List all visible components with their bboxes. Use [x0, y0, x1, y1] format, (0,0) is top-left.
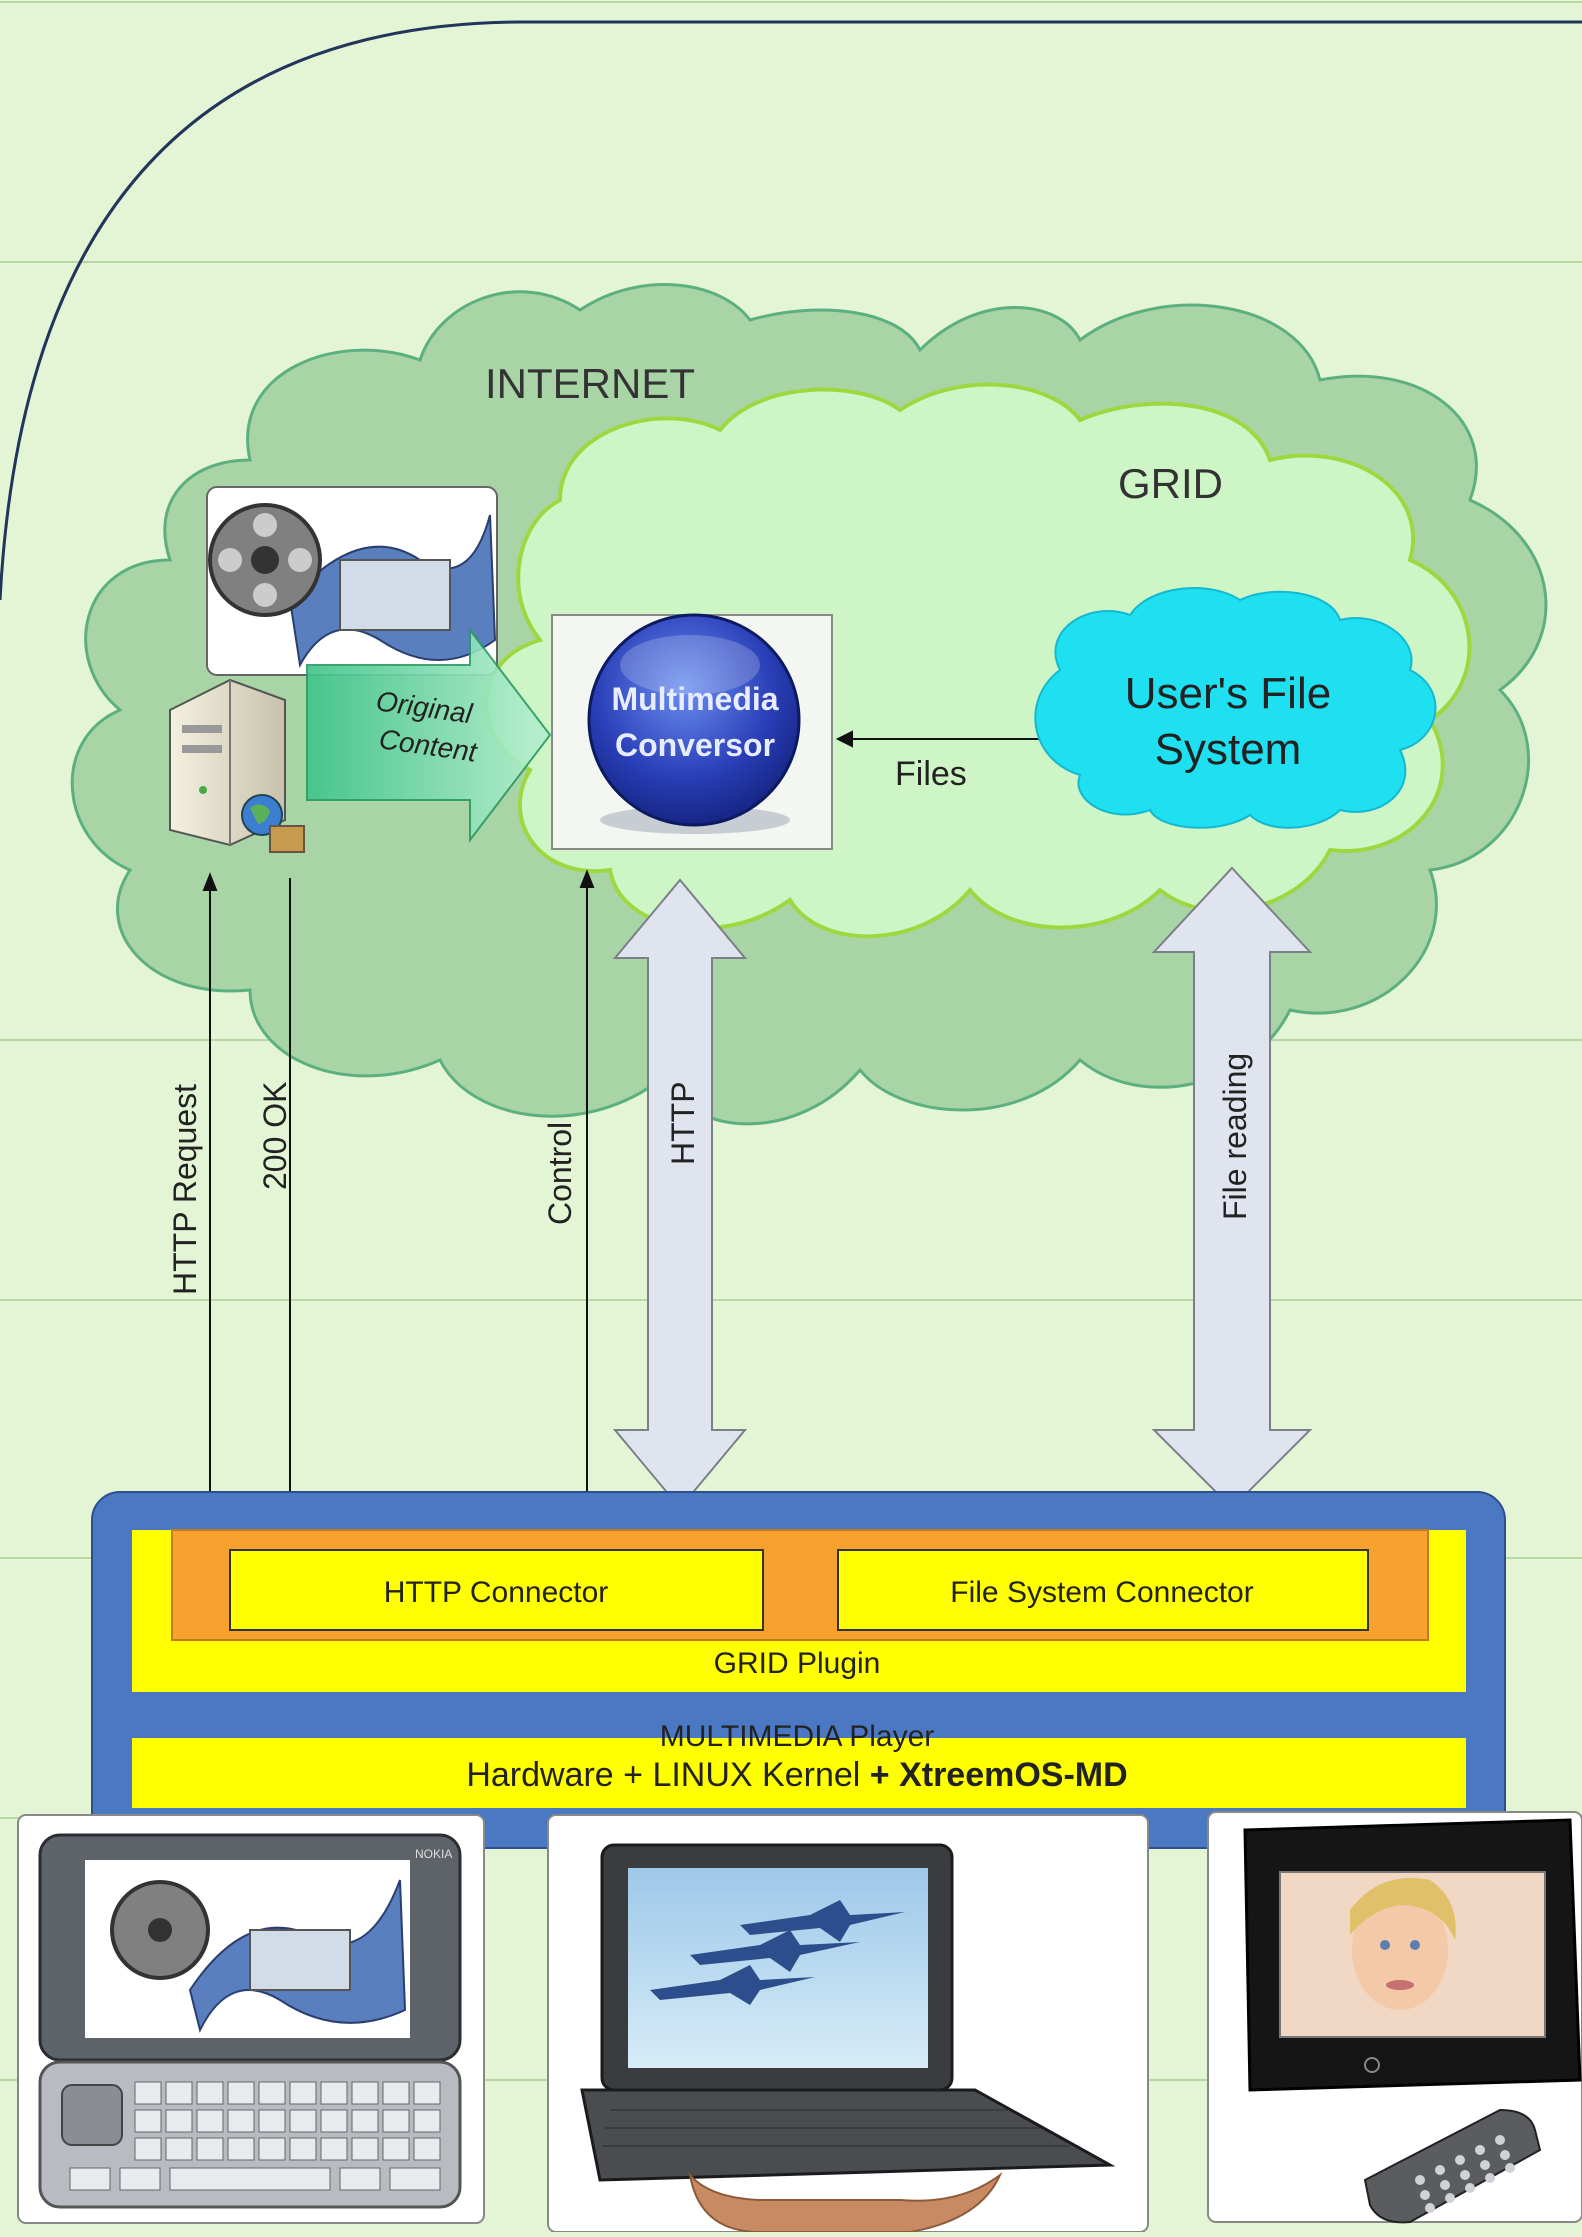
multimedia-conversor — [551, 613, 833, 850]
hardware-label-prefix: Hardware + LINUX Kernel — [466, 1756, 869, 1794]
grid-label: GRID — [1118, 460, 1223, 507]
http-request-line — [202, 872, 218, 1508]
fs-connector-label: File System Connector — [950, 1576, 1253, 1609]
hardware-label-bold: + XtreemOS-MD — [870, 1756, 1128, 1794]
internet-label: INTERNET — [485, 360, 695, 407]
multimedia-player-label: MULTIMEDIA Player — [660, 1720, 935, 1753]
control-line — [579, 869, 595, 1508]
http-connector-label: HTTP Connector — [384, 1576, 609, 1609]
conversor-line1: Multimedia — [611, 681, 778, 717]
device-stack — [91, 1491, 1506, 1849]
laptop-device-image — [547, 1814, 1149, 2233]
files-label: Files — [895, 755, 967, 793]
user-fs-line1: User's File — [1125, 669, 1331, 718]
grid-plugin-label: GRID Plugin — [714, 1647, 881, 1680]
control-label: Control — [542, 1122, 578, 1225]
phone-device-image: NOKIA — [17, 1814, 485, 2224]
user-fs-cloud — [1034, 587, 1437, 829]
phone-brand: NOKIA — [415, 1847, 452, 1861]
conversor-line2: Conversor — [615, 727, 775, 763]
http-request-label: HTTP Request — [167, 1084, 203, 1295]
user-fs-line2: System — [1155, 725, 1302, 774]
slide-border-curve — [0, 20, 1582, 601]
hardware-label: Hardware + LINUX Kernel + XtreemOS-MD — [466, 1756, 1127, 1794]
photo-frame-device-image — [1207, 1811, 1582, 2224]
file-reading-label: File reading — [1217, 1053, 1253, 1220]
ok-200-label: 200 OK — [257, 1081, 293, 1190]
original-content-arrow — [306, 627, 552, 843]
http-label: HTTP — [665, 1081, 701, 1165]
server-icon — [169, 678, 305, 853]
film-reel-image — [206, 486, 498, 676]
